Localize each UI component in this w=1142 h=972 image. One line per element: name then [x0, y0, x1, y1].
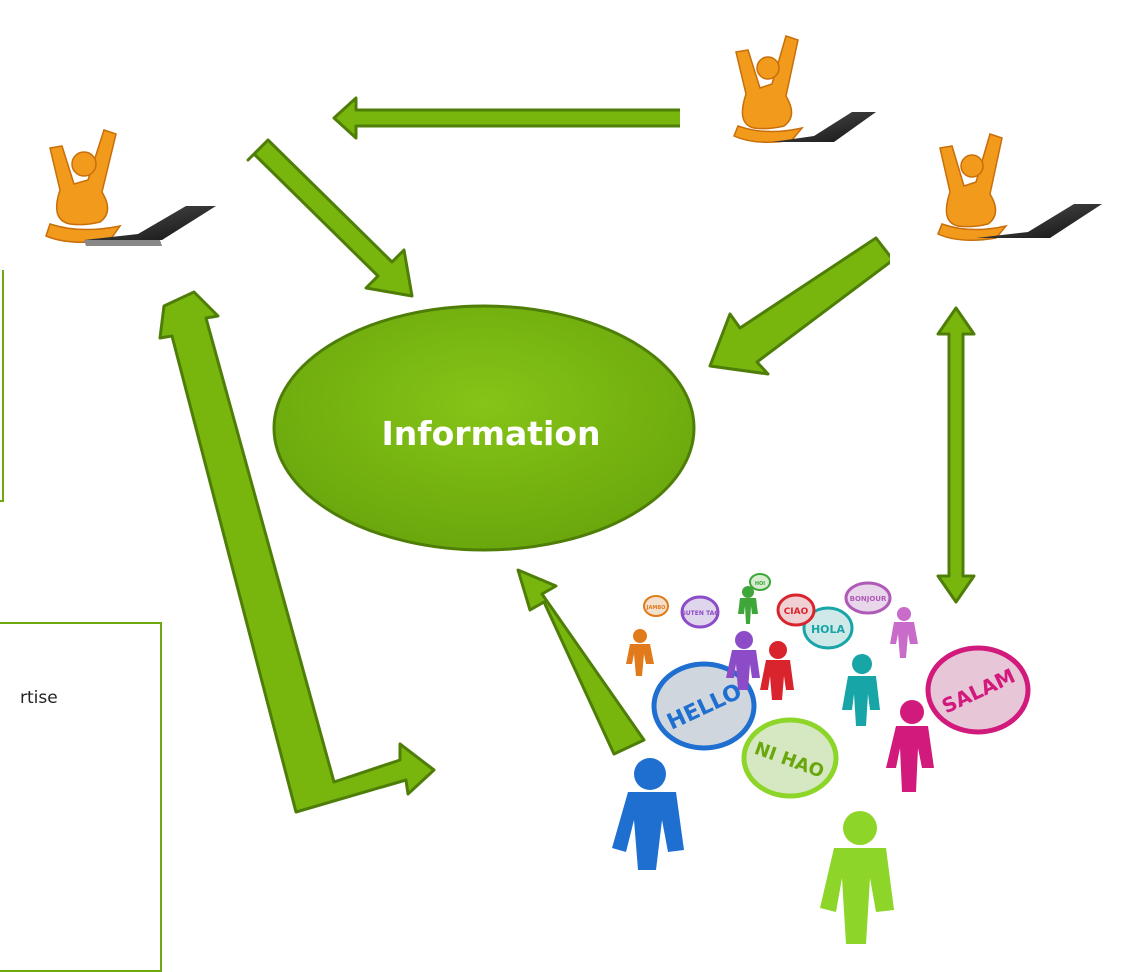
- speech-bubble-jambo-text: JAMBO: [646, 605, 666, 611]
- speech-bubble-hello: HELLO: [651, 661, 757, 751]
- speech-bubble-hola: HOLA: [802, 606, 854, 650]
- information-hub: [272, 304, 696, 552]
- person-purple: [726, 631, 760, 690]
- left-figure-to-hub-arrow: [246, 138, 414, 298]
- person-at-laptop-icon: [0, 100, 232, 270]
- right-vertical-double-arrow: [936, 306, 976, 604]
- information-hub-label: Information: [381, 414, 601, 453]
- person-orange: [626, 629, 654, 676]
- speech-bubble-ciao: CIAO: [776, 593, 816, 627]
- speech-bubble-bonjour: BONJOUR: [844, 581, 892, 615]
- right-figure-to-hub-arrow: [708, 236, 895, 376]
- speech-bubble-guten-tag-text: GUTEN TAG: [681, 610, 719, 617]
- crowd-to-hub-arrow: [516, 568, 646, 756]
- person-green: [820, 811, 894, 944]
- arrows: [158, 96, 976, 814]
- person-teal: [842, 654, 880, 726]
- person-red: [760, 641, 794, 700]
- speech-bubble-ni-hao: NI HAO: [741, 717, 839, 799]
- person-at-laptop-icon: [890, 104, 1142, 268]
- speech-bubble-bonjour-text: BONJOUR: [850, 595, 887, 603]
- speech-bubble-salam: SALAM: [925, 645, 1031, 735]
- person-small-green: [738, 586, 758, 624]
- left-text-panel-text: rtise: [20, 688, 58, 708]
- multilingual-crowd-icon: HELLO NI HAO SALAM HOLA CIAO GUTEN TAG: [612, 573, 1031, 944]
- person-pink: [890, 607, 918, 658]
- person-magenta: [886, 700, 934, 792]
- speech-bubble-hoi-text: HOI: [755, 581, 765, 587]
- speech-bubble-hoi: HOI: [749, 573, 771, 591]
- left-text-panel: [0, 622, 162, 972]
- speech-bubble-jambo: JAMBO: [643, 595, 669, 617]
- person-at-laptop-icon: [680, 8, 878, 170]
- speech-bubble-hola-text: HOLA: [811, 623, 846, 636]
- top-double-arrow: [332, 96, 732, 140]
- person-blue: [612, 758, 684, 870]
- left-bent-double-arrow: [158, 290, 436, 814]
- speech-bubble-guten-tag: GUTEN TAG: [680, 595, 720, 629]
- speech-bubble-ciao-text: CIAO: [784, 607, 809, 617]
